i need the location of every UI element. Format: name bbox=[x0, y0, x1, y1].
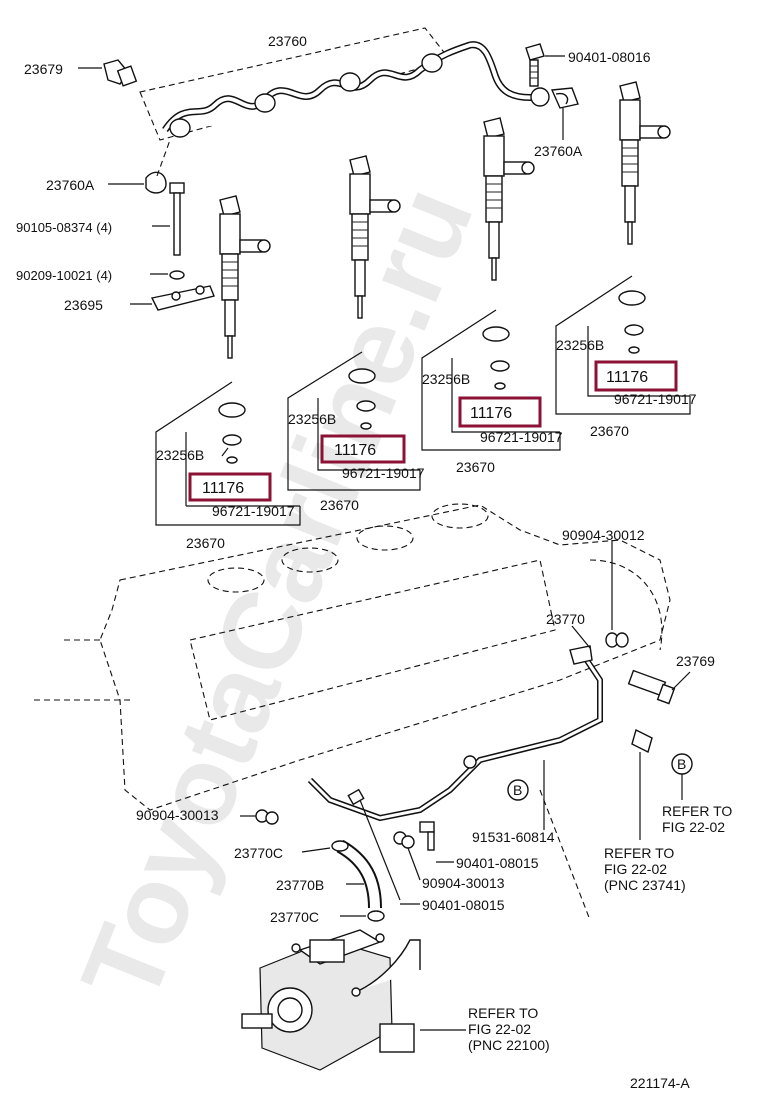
gasket-90904-30013-right bbox=[393, 831, 415, 849]
refer-b-line2: FIG 22-02 bbox=[662, 819, 725, 835]
fuel-supply-pump bbox=[241, 929, 421, 1071]
label-c3-96721: 96721-19017 bbox=[480, 429, 563, 445]
hose-23770B bbox=[336, 839, 382, 909]
label-23770B: 23770B bbox=[276, 877, 324, 893]
clip-23741 bbox=[631, 728, 653, 754]
refer-pump-line3: (PNC 22100) bbox=[468, 1037, 550, 1053]
clamp-23760A-left bbox=[145, 171, 167, 194]
seal-group-4 bbox=[555, 275, 691, 415]
label-c3-23670: 23670 bbox=[456, 459, 495, 475]
svg-text:B: B bbox=[513, 782, 522, 798]
label-90401-08015-c: 90401-08015 bbox=[422, 897, 505, 913]
highlight-11176-2 bbox=[320, 434, 406, 464]
union-bolt-23769 bbox=[627, 669, 676, 705]
label-c3-11176: 11176 bbox=[470, 405, 512, 422]
label-c4-96721: 96721-19017 bbox=[614, 391, 697, 407]
label-c1-11176: 11176 bbox=[202, 480, 244, 497]
svg-text:B: B bbox=[677, 756, 686, 772]
highlight-11176-1 bbox=[188, 472, 272, 502]
label-23770C-lower: 23770C bbox=[270, 909, 319, 925]
label-90904-30013-right: 90904-30013 bbox=[422, 875, 505, 891]
fuel-delivery-pipe bbox=[139, 27, 550, 141]
ref-b-marker-2: B bbox=[671, 753, 693, 775]
bolt-90401-08016 bbox=[525, 43, 545, 87]
bolt-90401-08015-b bbox=[419, 821, 435, 851]
refer-pump-line2: FIG 22-02 bbox=[468, 1021, 531, 1037]
label-23760A-right: 23760A bbox=[534, 143, 583, 159]
hose-clip-23770C-lower bbox=[367, 910, 385, 922]
label-23769: 23769 bbox=[676, 653, 715, 669]
gasket-90904-30012 bbox=[605, 632, 629, 648]
refer-pnc-23741-line3: (PNC 23741) bbox=[604, 877, 686, 893]
label-90904-30012: 90904-30012 bbox=[562, 527, 645, 543]
label-91531-60814: 91531-60814 bbox=[472, 829, 555, 845]
label-23760A-left: 23760A bbox=[46, 177, 95, 193]
label-c4-23256B: 23256B bbox=[556, 337, 604, 353]
bolt-90105-08374 bbox=[169, 182, 185, 256]
label-90904-30013-left: 90904-30013 bbox=[136, 807, 219, 823]
injector-3 bbox=[483, 117, 535, 281]
label-90401-08015-b: 90401-08015 bbox=[456, 855, 539, 871]
seal-group-1 bbox=[155, 381, 301, 526]
highlight-11176-3 bbox=[458, 396, 542, 428]
label-c4-11176: 11176 bbox=[606, 369, 648, 386]
label-c1-23256B: 23256B bbox=[156, 447, 204, 463]
refer-pnc-23741-line1: REFER TO bbox=[604, 845, 674, 861]
label-23770C-upper: 23770C bbox=[234, 845, 283, 861]
highlight-11176-4 bbox=[594, 360, 678, 392]
label-23695: 23695 bbox=[64, 297, 103, 313]
label-c2-96721: 96721-19017 bbox=[342, 465, 425, 481]
label-c2-23670: 23670 bbox=[320, 497, 359, 513]
engine-head-outline bbox=[30, 503, 671, 921]
nozzle-clamp-23695 bbox=[150, 285, 215, 311]
ref-b-marker-1: B bbox=[507, 779, 529, 801]
label-c2-11176: 11176 bbox=[334, 442, 376, 459]
bolt-90401-08015-a bbox=[347, 788, 401, 901]
seal-group-3 bbox=[421, 309, 561, 451]
pressure-sensor-23679 bbox=[103, 59, 138, 87]
label-23679: 23679 bbox=[24, 61, 63, 77]
label-c1-23670: 23670 bbox=[186, 535, 225, 551]
label-90105-08374: 90105-08374 (4) bbox=[16, 220, 112, 235]
gasket-90904-30013-left bbox=[255, 809, 279, 825]
injector-4 bbox=[619, 81, 671, 245]
clamp-23760A-right bbox=[550, 87, 579, 109]
label-23770: 23770 bbox=[546, 611, 585, 627]
label-23760: 23760 bbox=[268, 33, 307, 49]
label-c2-23256B: 23256B bbox=[288, 411, 336, 427]
fuel-return-pipe-23770 bbox=[307, 645, 603, 822]
label-c3-23256B: 23256B bbox=[422, 371, 470, 387]
label-c4-23670: 23670 bbox=[590, 423, 629, 439]
figure-code: 221174-A bbox=[630, 1075, 690, 1091]
refer-b-line1: REFER TO bbox=[662, 803, 732, 819]
label-90401-08016: 90401-08016 bbox=[568, 49, 651, 65]
seal-group-2 bbox=[287, 351, 421, 491]
refer-pnc-23741-line2: FIG 22-02 bbox=[604, 861, 667, 877]
label-c1-96721: 96721-19017 bbox=[212, 503, 295, 519]
label-90209-10021: 90209-10021 (4) bbox=[16, 268, 112, 283]
refer-pump-line1: REFER TO bbox=[468, 1005, 538, 1021]
injector-1 bbox=[219, 195, 271, 359]
washer-90209-10021 bbox=[169, 270, 185, 280]
hose-clip-23770C-upper bbox=[331, 840, 349, 852]
